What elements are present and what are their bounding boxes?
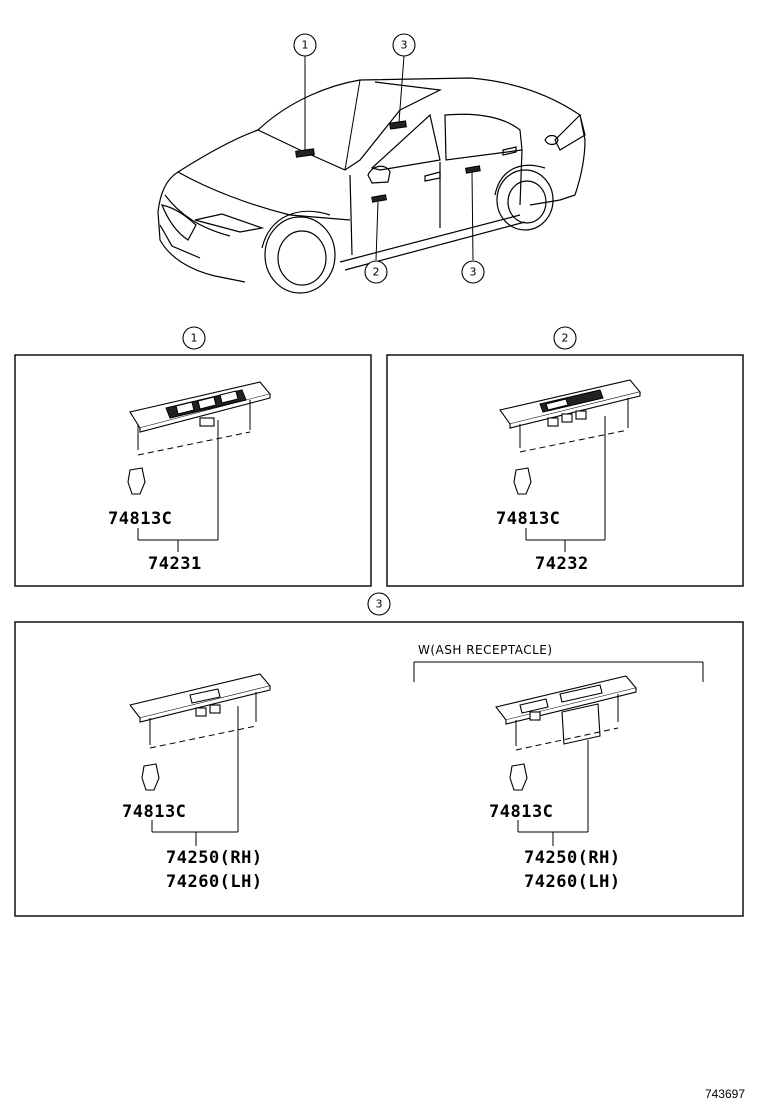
callout-label: 1: [302, 39, 309, 52]
clip-part-number: 74813C: [489, 802, 553, 822]
panel-1: 74813C 74231: [14, 354, 372, 587]
panel-2: 74813C 74232: [386, 354, 744, 587]
switch-part-number-lh: 74260(LH): [524, 872, 621, 892]
callout-label: 2: [562, 332, 569, 345]
switch-part-number: 74232: [535, 554, 589, 574]
switch-part-number-lh: 74260(LH): [166, 872, 263, 892]
callout-2-lower: 2: [364, 260, 388, 284]
panel-3-left: 74813C 74250(RH) 74260(LH): [122, 673, 271, 892]
callout-label: 3: [401, 39, 408, 52]
callout-3-top: 3: [392, 33, 416, 57]
panel-1-callout: 1: [182, 326, 206, 350]
callout-label: 2: [373, 266, 380, 279]
clip-part-number: 74813C: [108, 509, 172, 529]
switch-part-number: 74231: [148, 554, 202, 574]
clip-part-number: 74813C: [496, 509, 560, 529]
panel-2-callout: 2: [553, 326, 577, 350]
clip-part-number: 74813C: [122, 802, 186, 822]
car-illustration: [157, 55, 586, 294]
panel-3: 74813C 74250(RH) 74260(LH) W(ASH RECEPTA…: [14, 621, 744, 917]
callout-label: 1: [191, 332, 198, 345]
callout-1-top: 1: [293, 33, 317, 57]
switch-part-number-rh: 74250(RH): [166, 848, 263, 868]
switch-part-number-rh: 74250(RH): [524, 848, 621, 868]
callout-3-lower: 3: [461, 260, 485, 284]
variant-note: W(ASH RECEPTACLE): [418, 643, 553, 657]
diagram-code: 743697: [705, 1087, 745, 1101]
callout-label: 3: [376, 598, 383, 611]
panel-3-callout: 3: [367, 592, 391, 616]
callout-label: 3: [470, 266, 477, 279]
panel-3-right: W(ASH RECEPTACLE) 74813C 74250(RH) 74260…: [413, 643, 704, 892]
